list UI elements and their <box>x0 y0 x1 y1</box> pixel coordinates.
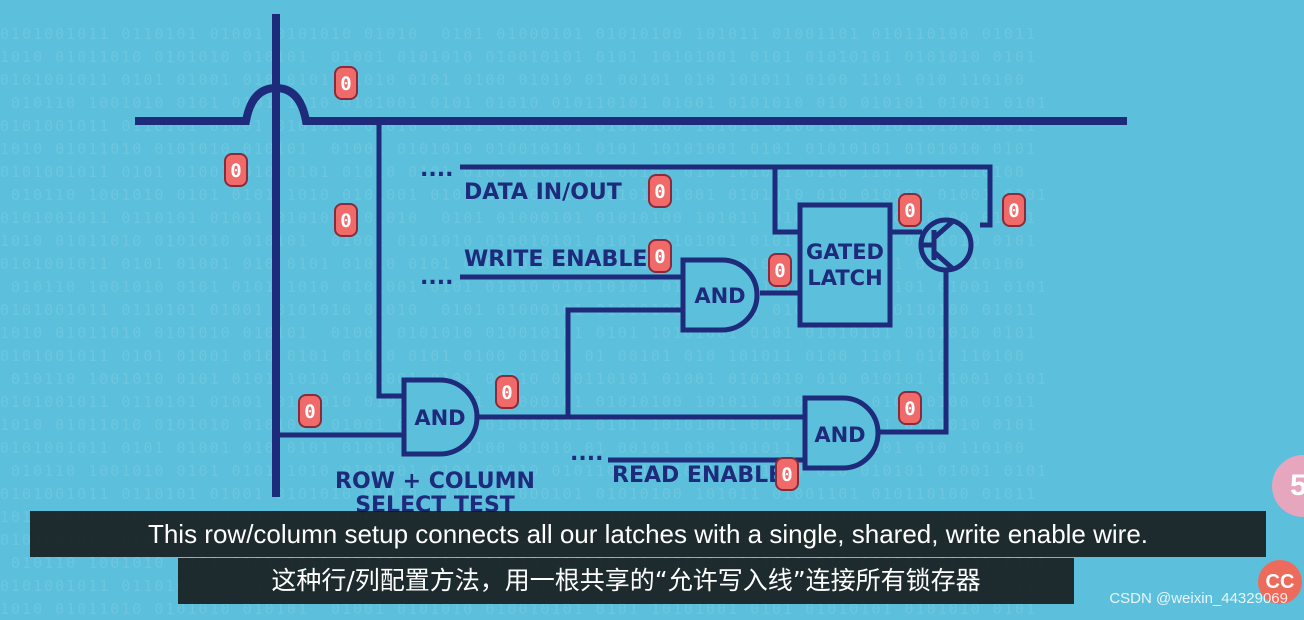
bit-value-badge: 0 <box>648 239 672 273</box>
write-enable-label: WRITE ENABLE <box>464 247 647 272</box>
wires <box>135 14 1127 497</box>
bit-value-badge: 0 <box>495 375 519 409</box>
bit-value-text: 0 <box>654 181 665 203</box>
bit-value-badge: 0 <box>334 66 358 100</box>
bit-value-badge: 0 <box>898 391 922 425</box>
bit-value-badge: 0 <box>298 394 322 428</box>
read-enable-label: READ ENABLE <box>612 463 783 488</box>
bit-value-badge: 0 <box>224 153 248 187</box>
read-line-ellipsis: .... <box>570 441 603 466</box>
signal-labels: .... DATA IN/OUT .... WRITE ENABLE .... … <box>335 157 783 518</box>
bit-value-badge: 0 <box>334 203 358 237</box>
caption-english: This row/column setup connects all our l… <box>30 511 1266 557</box>
row-tap-wire <box>376 123 406 399</box>
and-gate-write-label: AND <box>694 284 745 308</box>
bit-value-text: 0 <box>230 160 241 182</box>
and-gate-read: AND <box>802 395 881 471</box>
bit-value-badge: 0 <box>768 253 792 287</box>
and-gate-select-label: AND <box>414 406 465 430</box>
data-to-latch-wire <box>772 167 800 235</box>
transistor-icon <box>918 217 974 273</box>
and-gate-read-label: AND <box>814 423 865 447</box>
bit-value-badges: 0 0 0 0 0 0 0 0 0 0 0 0 <box>224 66 1026 491</box>
write-line-ellipsis: .... <box>420 265 453 290</box>
bit-value-text: 0 <box>904 398 915 420</box>
crash-course-logo: CC <box>1258 560 1302 604</box>
read-and-output-wire <box>878 270 949 435</box>
bit-value-badge: 0 <box>1002 193 1026 227</box>
gated-latch: GATED LATCH <box>797 202 893 328</box>
bit-value-text: 0 <box>774 260 785 282</box>
row-wire <box>135 83 1127 125</box>
bit-value-text: 0 <box>304 401 315 423</box>
bit-value-text: 0 <box>904 200 915 222</box>
bit-value-text: 0 <box>781 464 792 486</box>
and-gate-write: AND <box>680 257 760 333</box>
bit-value-badge: 0 <box>775 457 799 491</box>
data-line-ellipsis: .... <box>420 157 453 182</box>
watermark: CSDN @weixin_44329069 <box>1109 590 1288 607</box>
select-to-write-and-wire <box>565 307 685 417</box>
bit-value-badge: 0 <box>648 174 672 208</box>
and-gate-select: AND <box>401 377 480 457</box>
gated-latch-label-line1: GATED <box>806 240 884 264</box>
gated-latch-label-line2: LATCH <box>807 266 882 290</box>
bit-value-text: 0 <box>340 73 351 95</box>
data-line-wire <box>460 164 993 228</box>
bit-value-text: 0 <box>501 382 512 404</box>
bit-value-badge: 0 <box>898 193 922 227</box>
row-column-label-line1: ROW + COLUMN <box>335 469 535 494</box>
caption-chinese: 这种行/列配置方法，用一根共享的“允许写入线”连接所有锁存器 <box>178 558 1074 604</box>
bit-value-text: 0 <box>340 210 351 232</box>
bit-value-text: 0 <box>654 246 665 268</box>
bit-value-text: 0 <box>1008 200 1019 222</box>
data-in-out-label: DATA IN/OUT <box>464 180 622 205</box>
